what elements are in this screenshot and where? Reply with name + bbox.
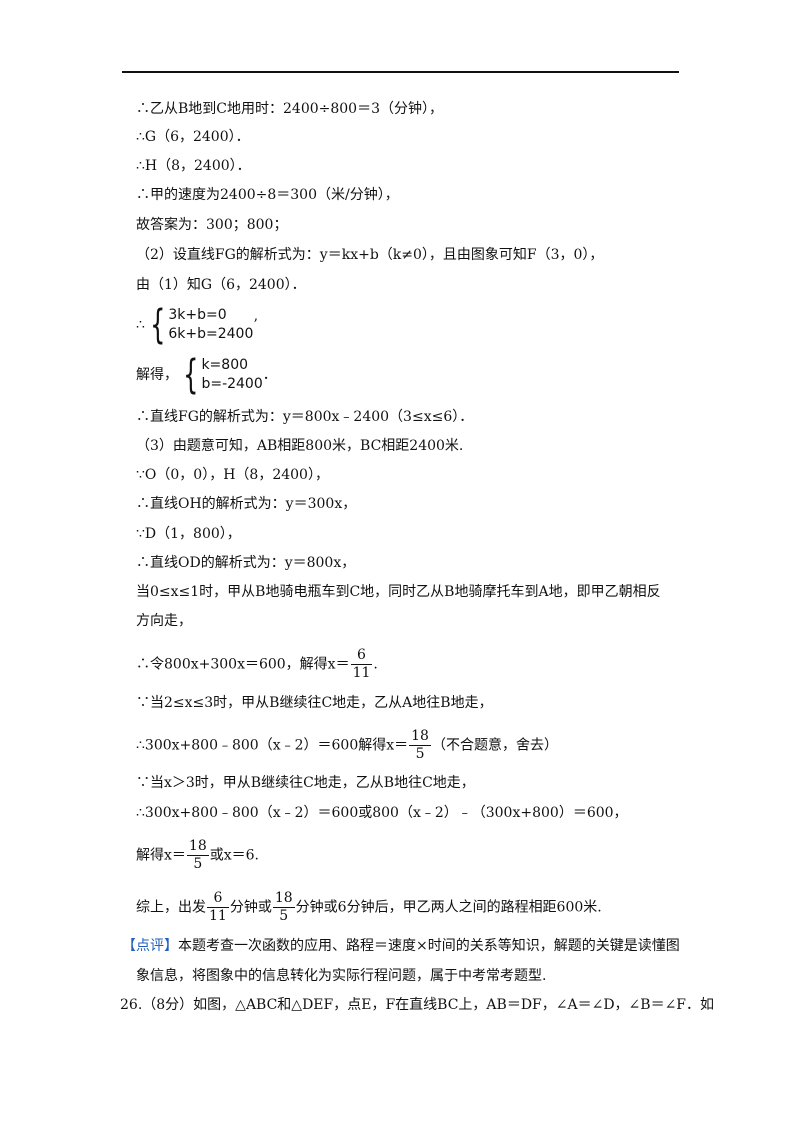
equation-row: 6k+b=2400 xyxy=(168,326,254,342)
text-line: 当0≤x≤1时，甲从B地骑电瓶车到C地，同时乙从B地骑摩托车到A地，即甲乙朝相反 xyxy=(136,584,661,600)
denominator: 5 xyxy=(415,746,425,762)
numerator: 6 xyxy=(350,647,373,665)
line-text: . xyxy=(373,656,378,673)
text-line: ∴G（6，2400）． xyxy=(136,129,250,145)
numerator: 18 xyxy=(409,728,431,746)
numerator: 18 xyxy=(186,838,209,856)
header-rule xyxy=(122,71,679,73)
equation-system: { 3k+b=0 6k+b=2400 xyxy=(145,305,253,345)
equation-row: b=-2400 xyxy=(201,376,263,392)
numerator: 6 xyxy=(207,890,229,908)
comment-text: 本题考查一次函数的应用、路程＝速度×时间的关系等知识，解题的关键是读懂图 xyxy=(178,938,680,954)
question-26: 26.（8分）如图，△ABC和△DEF，点E，F在直线BC上，AB＝DF，∠A＝… xyxy=(120,997,715,1013)
text-line: 方向走， xyxy=(136,613,192,629)
text-line: ∵当x＞3时，甲从B继续往C地走，乙从B地往C地走， xyxy=(136,775,475,791)
comment-tag: 【点评】 xyxy=(122,938,178,954)
equation-suffix: ’ xyxy=(253,317,258,333)
line-text: 分钟或6分钟后，甲乙两人之间的路程相距600米. xyxy=(295,899,602,916)
line-text: 或x＝6. xyxy=(209,847,259,864)
therefore-symbol: ∴ xyxy=(136,317,145,333)
line-text: （不合题意，舍去） xyxy=(431,737,558,754)
denominator: 5 xyxy=(193,856,203,872)
text-line: ∴直线OH的解析式为：y＝300x， xyxy=(136,496,357,512)
brace-icon: { xyxy=(150,302,166,348)
denominator: 11 xyxy=(209,908,227,924)
text-line: ∴直线OD的解析式为：y＝800x， xyxy=(136,555,356,571)
text-line: （2）设直线FG的解析式为：y＝kx+b（k≠0），且由图象可知F（3，0）， xyxy=(136,247,604,263)
solution-system-line: 解得， { k=800 b=-2400 ． xyxy=(136,355,277,395)
text-line: 象信息，将图象中的信息转化为实际行程问题，属于中考常考题型. xyxy=(136,968,547,984)
numerator: 18 xyxy=(272,890,295,908)
denominator: 11 xyxy=(352,665,371,681)
brace-icon: { xyxy=(183,352,199,398)
text-line: 故答案为：300；800； xyxy=(136,217,288,233)
text-line: ∴甲的速度为2400÷8＝300（米/分钟）， xyxy=(136,187,399,203)
text-line: ∵D（1，800）， xyxy=(136,526,241,542)
line-text: ∴令800x+300x＝600，解得x＝ xyxy=(136,656,350,673)
text-line: 由（1）知G（6，2400）． xyxy=(136,277,306,293)
comment-line: 【点评】本题考查一次函数的应用、路程＝速度×时间的关系等知识，解题的关键是读懂图 xyxy=(122,936,680,956)
equation-suffix: ． xyxy=(262,367,277,383)
solution-system: { k=800 b=-2400 xyxy=(178,355,263,395)
text-line: （3）由题意可知，AB相距800米，BC相距2400米. xyxy=(136,438,464,454)
equation-row: 3k+b=0 xyxy=(168,307,227,323)
text-line: ∴H（8，2400）． xyxy=(136,158,251,174)
denominator: 5 xyxy=(279,908,289,924)
line-text: 综上，出发 xyxy=(136,899,206,916)
line-text: 分钟或 xyxy=(229,899,272,916)
text-line: ∴直线FG的解析式为：y＝800x﹣2400（3≤x≤6）． xyxy=(136,409,474,425)
line-text: ∴300x+800﹣800（x﹣2）＝600解得x＝ xyxy=(136,737,409,754)
text-line: ∴乙从B地到C地用时：2400÷800＝3（分钟）， xyxy=(136,101,443,117)
text-line: ∴300x+800﹣800（x﹣2）＝600或800（x﹣2）﹣（300x+80… xyxy=(136,805,628,821)
text-line: ∵O（0，0），H（8，2400）， xyxy=(136,467,329,483)
equation-row: k=800 xyxy=(201,357,249,373)
solution-label: 解得， xyxy=(136,367,178,383)
line-text: 解得x＝ xyxy=(136,847,186,864)
equation-system-line: ∴ { 3k+b=0 6k+b=2400 ’ xyxy=(136,305,258,345)
text-line: ∵当2≤x≤3时，甲从B继续往C地走，乙从A地往B地走， xyxy=(136,695,493,711)
